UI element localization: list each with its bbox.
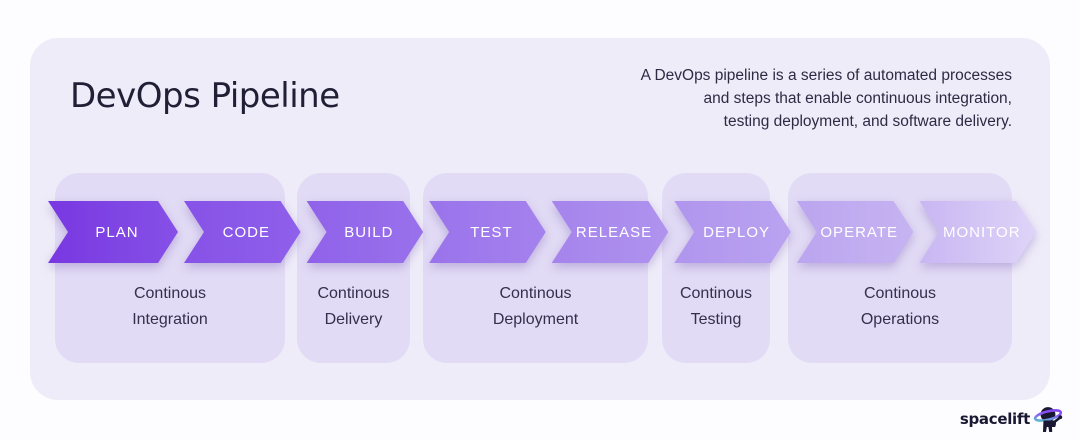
pipeline-description: A DevOps pipeline is a series of automat… [512,64,1012,133]
stage-test: TEST [429,201,546,263]
group-label-line: Operations [860,311,940,328]
description-line: and steps that enable continuous integra… [703,90,1012,107]
group-label-line: Continous [679,285,753,302]
group-label-line: Integration [132,311,208,328]
stage-build: BUILD [307,201,424,263]
group-label: Continous Deployment [423,281,648,333]
stage-chevron: BUILD [307,201,424,263]
group-label-line: Deployment [492,311,579,328]
group-label: Continous Testing [662,281,770,333]
stage-deploy: DEPLOY [674,201,791,263]
stage-chevron: RELEASE [552,201,669,263]
stage-monitor: MONITOR [919,201,1036,263]
stage-chevron: MONITOR [919,201,1036,263]
stage-chevron: PLAN [48,201,178,263]
group-label-line: Testing [690,311,742,328]
group-label-line: Continous [317,285,390,302]
stage-release: RELEASE [552,201,669,263]
group-label: Continous Integration [55,281,285,333]
spacelift-astronaut-icon [1033,407,1063,432]
stage-operate: OPERATE [797,201,914,263]
stage-chevron: TEST [429,201,546,263]
group-label: Continous Delivery [297,281,410,333]
stage-code: CODE [184,201,301,263]
stage-chevron: CODE [184,201,301,263]
group-label-line: Delivery [324,311,383,328]
description-line: testing deployment, and software deliver… [723,113,1012,130]
group-label-line: Continous [133,285,207,302]
stage-chevron: DEPLOY [674,201,791,263]
brand-wordmark: spacelift [959,409,1030,428]
stage-chevron: OPERATE [797,201,914,263]
stage-plan: PLAN [48,201,178,263]
group-label-line: Continous [499,285,572,302]
description-line: A DevOps pipeline is a series of automat… [640,67,1012,84]
pipeline-stage-row: PLAN CODE BUILD TEST RELEASE DEPLOY OPER… [48,201,1036,263]
group-label-line: Continous [863,285,937,302]
group-label: Continous Operations [788,281,1012,333]
page-title: DevOps Pipeline [70,76,340,116]
brand-lockup: spacelift [960,404,1064,433]
